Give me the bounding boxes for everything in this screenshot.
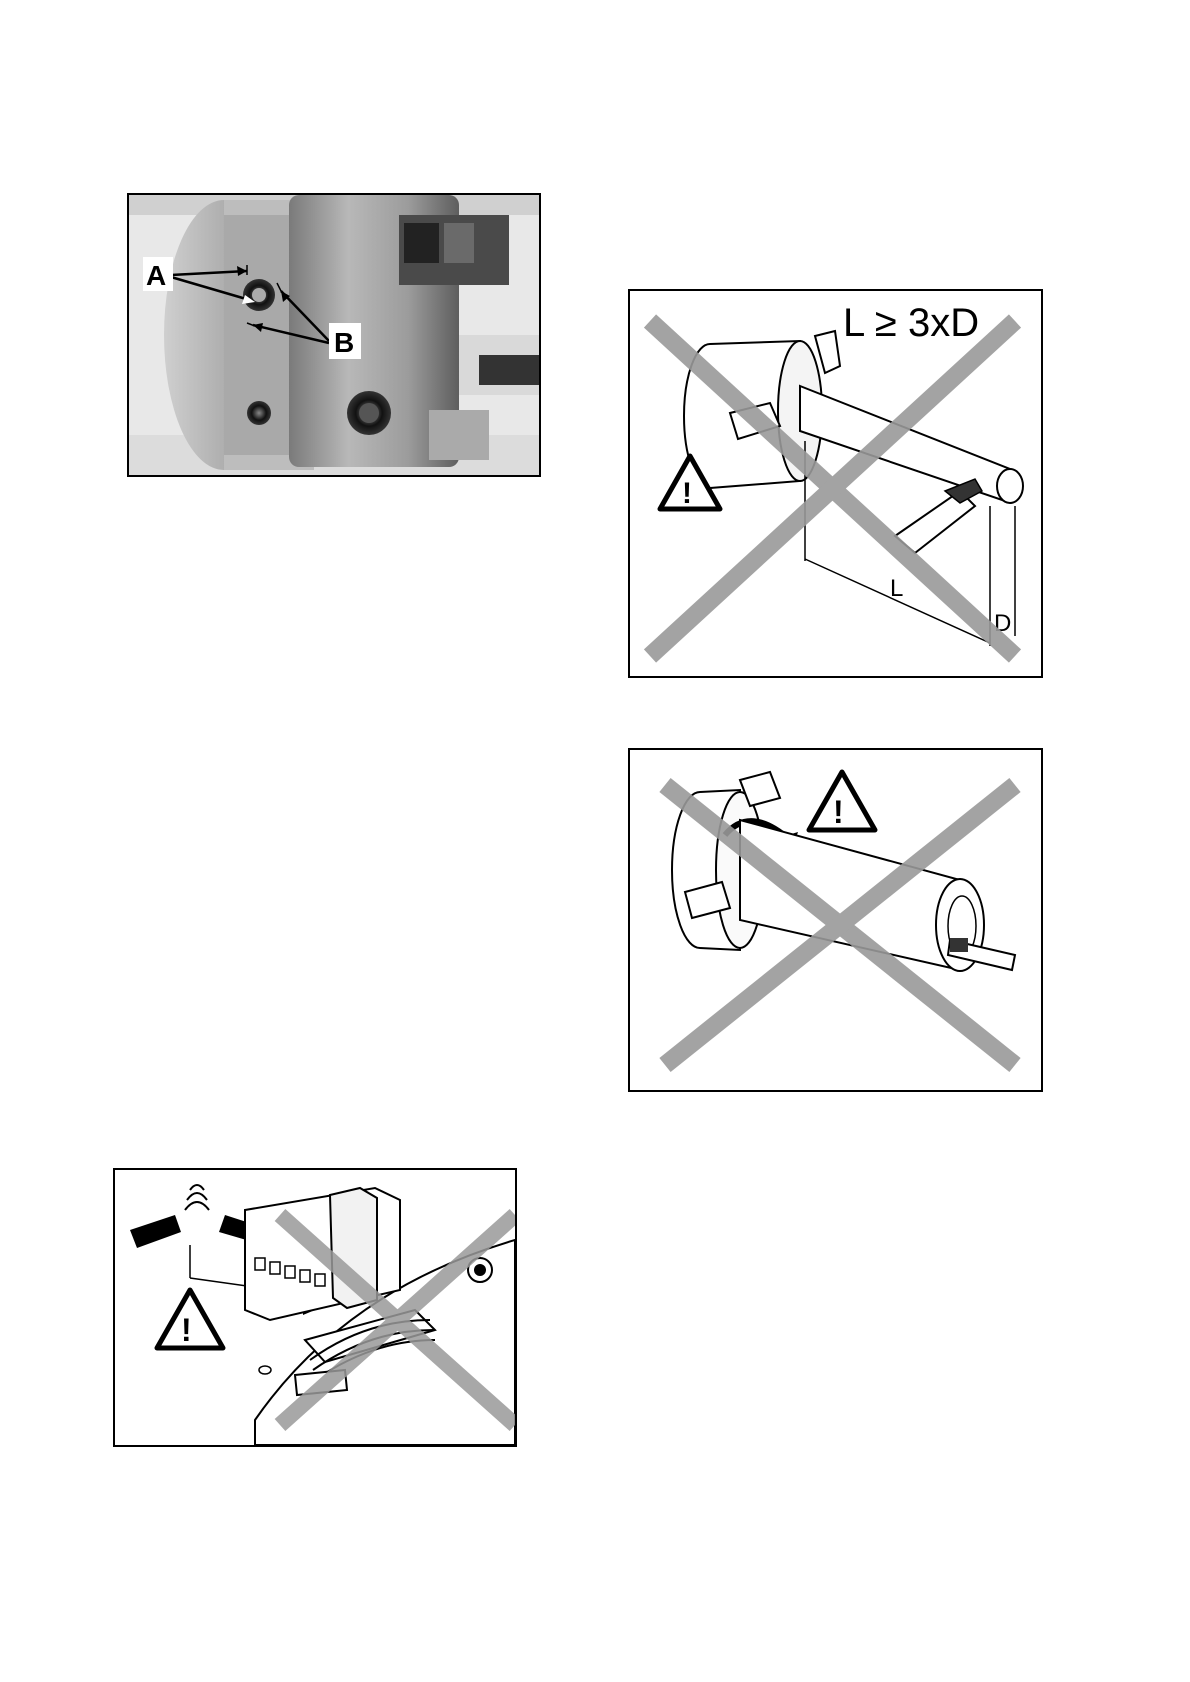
jaw-assembly-warning-figure: !: [113, 1168, 517, 1447]
long-workpiece-warning-figure: L D L ≥ 3xD !: [628, 289, 1043, 678]
jaw-assembly-illustration: !: [115, 1170, 515, 1445]
chuck-photo-illustration: A B: [129, 195, 539, 475]
callout-label-a: A: [146, 260, 166, 291]
callout-label-b: B: [334, 327, 354, 358]
warning-triangle-icon: !: [809, 772, 875, 830]
warning-triangle-icon: !: [157, 1290, 223, 1348]
dimension-length-label: L: [890, 575, 903, 602]
length-diameter-formula: L ≥ 3xD: [843, 301, 979, 345]
svg-text:!: !: [181, 1312, 192, 1348]
svg-text:!: !: [682, 477, 692, 510]
long-workpiece-illustration: L D L ≥ 3xD !: [630, 291, 1041, 676]
chuck-overload-illustration: !: [630, 750, 1041, 1090]
chuck-overload-warning-figure: !: [628, 748, 1043, 1092]
chuck-photo-figure: A B: [127, 193, 541, 477]
svg-text:!: !: [833, 794, 844, 830]
